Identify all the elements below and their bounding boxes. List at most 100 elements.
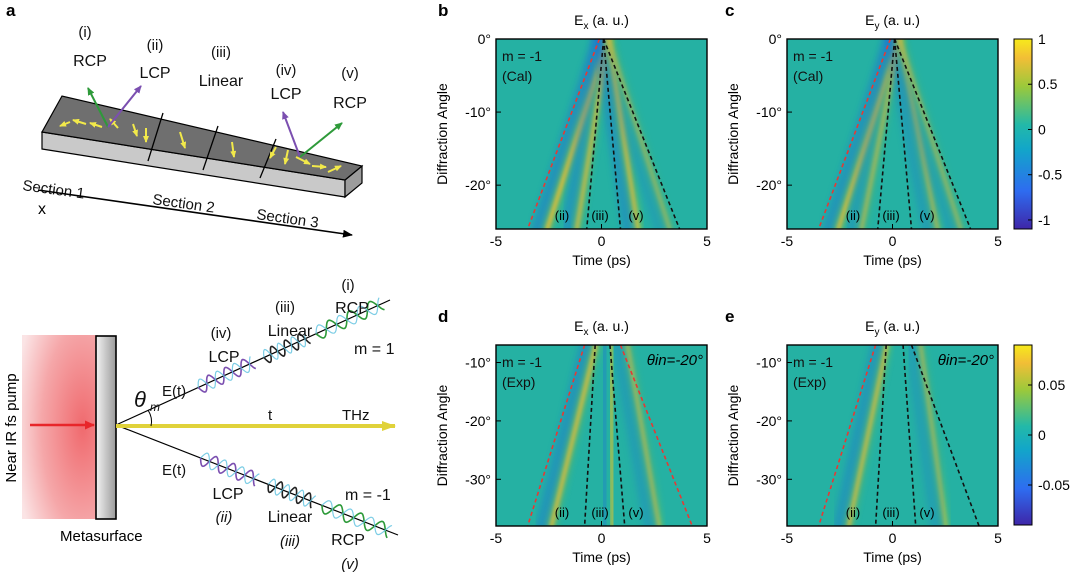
fringe-trough: [845, 39, 902, 229]
annotation-theta-in: θin=-20°: [938, 352, 994, 369]
red-dashed-line: [817, 345, 877, 526]
annotation-type: (Exp): [793, 374, 826, 390]
annotation-order: m = -1: [793, 354, 833, 370]
upper-helix-wave: [315, 300, 385, 339]
plot-area: [496, 345, 707, 526]
annotation-type: (Cal): [793, 68, 823, 84]
title-subscript: x: [583, 327, 588, 338]
annotation-order: m = -1: [502, 48, 542, 64]
label-x-axis: x: [38, 201, 46, 218]
upper-pol-rcp: RCP: [335, 300, 369, 317]
x-tick-label: -5: [781, 233, 794, 249]
theta-subscript: m: [150, 400, 160, 414]
lower-field-label: E(t): [162, 462, 186, 479]
black-dashed-line: [585, 39, 605, 229]
x-tick-label: -5: [490, 233, 503, 249]
y-tick-label: -20°: [756, 177, 782, 193]
upper-roman-iv: (iv): [211, 325, 232, 342]
y-tick-label: -20°: [465, 177, 491, 193]
lower-helix-wave: [199, 455, 256, 487]
colorbar-tick-label: 0: [1038, 427, 1046, 443]
upper-helix-wave: [197, 356, 251, 389]
region-label: (iii): [591, 505, 608, 520]
fringe-peak: [549, 345, 598, 526]
polarization-arrows: [59, 118, 342, 173]
lower-helix-wave: [200, 452, 260, 485]
lower-pol-linear: Linear: [268, 509, 313, 526]
y-tick-label: 0°: [478, 31, 491, 47]
y-axis-label: Diffraction Angle: [434, 384, 450, 486]
y-tick-label: -10°: [756, 104, 782, 120]
upper-pol-linear: Linear: [268, 323, 313, 340]
red-dashed-line: [526, 39, 601, 229]
upper-order-label: m = 1: [354, 341, 395, 358]
region-label: (ii): [555, 505, 569, 520]
annotation-order: m = -1: [502, 354, 542, 370]
label-roman-iii: (iii): [211, 44, 231, 61]
label-roman-iv: (iv): [276, 62, 297, 79]
fringe-trough: [592, 39, 672, 229]
title-e: E: [865, 318, 874, 334]
panel-d: d Ex (a. u.)m = -1(Exp)θin=-20°(ii)(iii)…: [434, 307, 711, 565]
black-dashed-line: [609, 345, 626, 526]
panel-label-e: e: [725, 307, 734, 326]
x-tick-label: 0: [598, 530, 606, 546]
y-tick-label: -30°: [465, 471, 491, 487]
x-axis-label: Time (ps): [863, 549, 922, 565]
black-dashed-line: [874, 345, 887, 526]
upper-helix-wave: [197, 358, 257, 393]
title-e: E: [865, 12, 874, 28]
colorbar-tick-label: 1: [1038, 31, 1046, 47]
plot-area: [496, 39, 707, 229]
black-dashed-line: [893, 39, 972, 229]
black-dashed-line: [602, 39, 622, 229]
annotation-type: (Exp): [502, 374, 535, 390]
label-roman-v: (v): [341, 65, 359, 82]
panel-label-d: d: [438, 307, 448, 326]
panel-label-a: a: [6, 1, 16, 20]
theta-symbol: θ: [134, 387, 146, 412]
title-subscript: y: [874, 327, 879, 338]
lower-pol-lcp: LCP: [212, 486, 243, 503]
title-unit: (a. u.): [879, 318, 919, 334]
red-dashed-line: [526, 345, 586, 526]
black-dashed-line: [902, 345, 917, 526]
colorbar-tick-label: -1: [1038, 212, 1051, 228]
fringe-peak: [918, 345, 948, 526]
label-section-2: Section 2: [151, 191, 215, 217]
heatmap-d: Ex (a. u.)m = -1(Exp)θin=-20°(ii)(iii)(v…: [434, 318, 711, 565]
plot-title: Ex (a. u.): [574, 12, 629, 32]
title-unit: (a. u.): [588, 12, 628, 28]
colorbar-tick-label: 0.05: [1038, 377, 1065, 393]
section-divider: [147, 112, 164, 162]
region-label: (iii): [882, 505, 899, 520]
colorbar: [1013, 38, 1033, 230]
center-t-label: t: [268, 407, 273, 424]
center-thz-label: THz: [342, 407, 370, 424]
title-unit: (a. u.): [588, 318, 628, 334]
region-label: (v): [919, 505, 934, 520]
pump-label: Near IR fs pump: [3, 373, 20, 482]
region-label: (ii): [846, 208, 860, 223]
x-tick-label: 0: [889, 530, 897, 546]
metasurface-plate: [95, 335, 117, 520]
panel-label-b: b: [438, 1, 448, 20]
x-tick-label: 5: [994, 233, 1002, 249]
plot-title: Ex (a. u.): [574, 318, 629, 338]
region-label: (iii): [591, 208, 608, 223]
label-rcp-i: RCP: [73, 53, 107, 70]
x-tick-label: -5: [781, 530, 794, 546]
panel-e: e Ey (a. u.)m = -1(Exp)θin=-20°(ii)(iii)…: [725, 307, 1070, 565]
lcp-arrow-ii: [107, 85, 142, 128]
fringe-trough: [611, 345, 662, 526]
black-dashed-line: [876, 39, 896, 229]
panel-a-bottom-schematic: Near IR fs pump Metasurface θ m E(t) E(t…: [3, 277, 399, 573]
fringe-peak: [625, 345, 662, 526]
label-lcp-iv: LCP: [270, 86, 301, 103]
section-divider: [259, 138, 277, 179]
region-label: (iii): [882, 208, 899, 223]
label-roman-i: (i): [78, 24, 91, 41]
colorbar-tick-label: -0.05: [1038, 477, 1070, 493]
